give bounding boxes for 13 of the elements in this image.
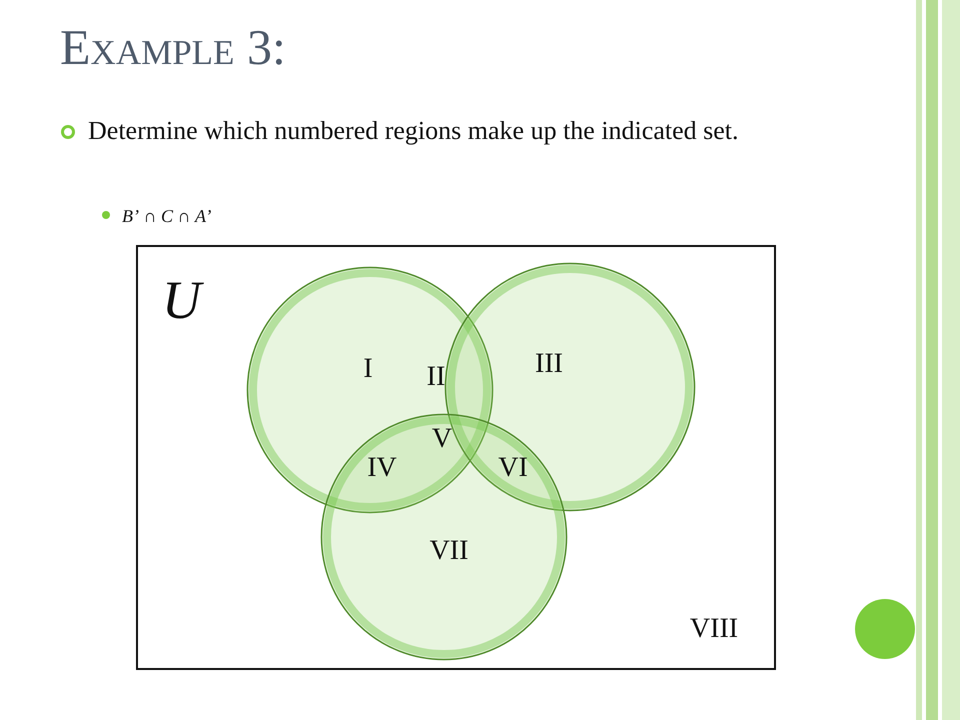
region-numeral: II: [426, 363, 446, 391]
set-circle: [320, 413, 568, 661]
region-numeral: VI: [498, 454, 528, 482]
region-numeral: III: [535, 350, 563, 378]
bullet-text: Determine which numbered regions make up the indicated set.: [88, 115, 740, 147]
set-expression: B’ ∩ C ∩ A’: [122, 206, 212, 227]
region-numeral: I: [363, 355, 373, 383]
region-numeral: IV: [367, 454, 397, 482]
region-numeral: V: [432, 425, 452, 453]
region-numeral: VII: [430, 537, 468, 565]
region-numeral: VIII: [690, 615, 738, 643]
slide-title: Example 3:: [60, 22, 286, 72]
universe-rectangle: [136, 245, 776, 670]
